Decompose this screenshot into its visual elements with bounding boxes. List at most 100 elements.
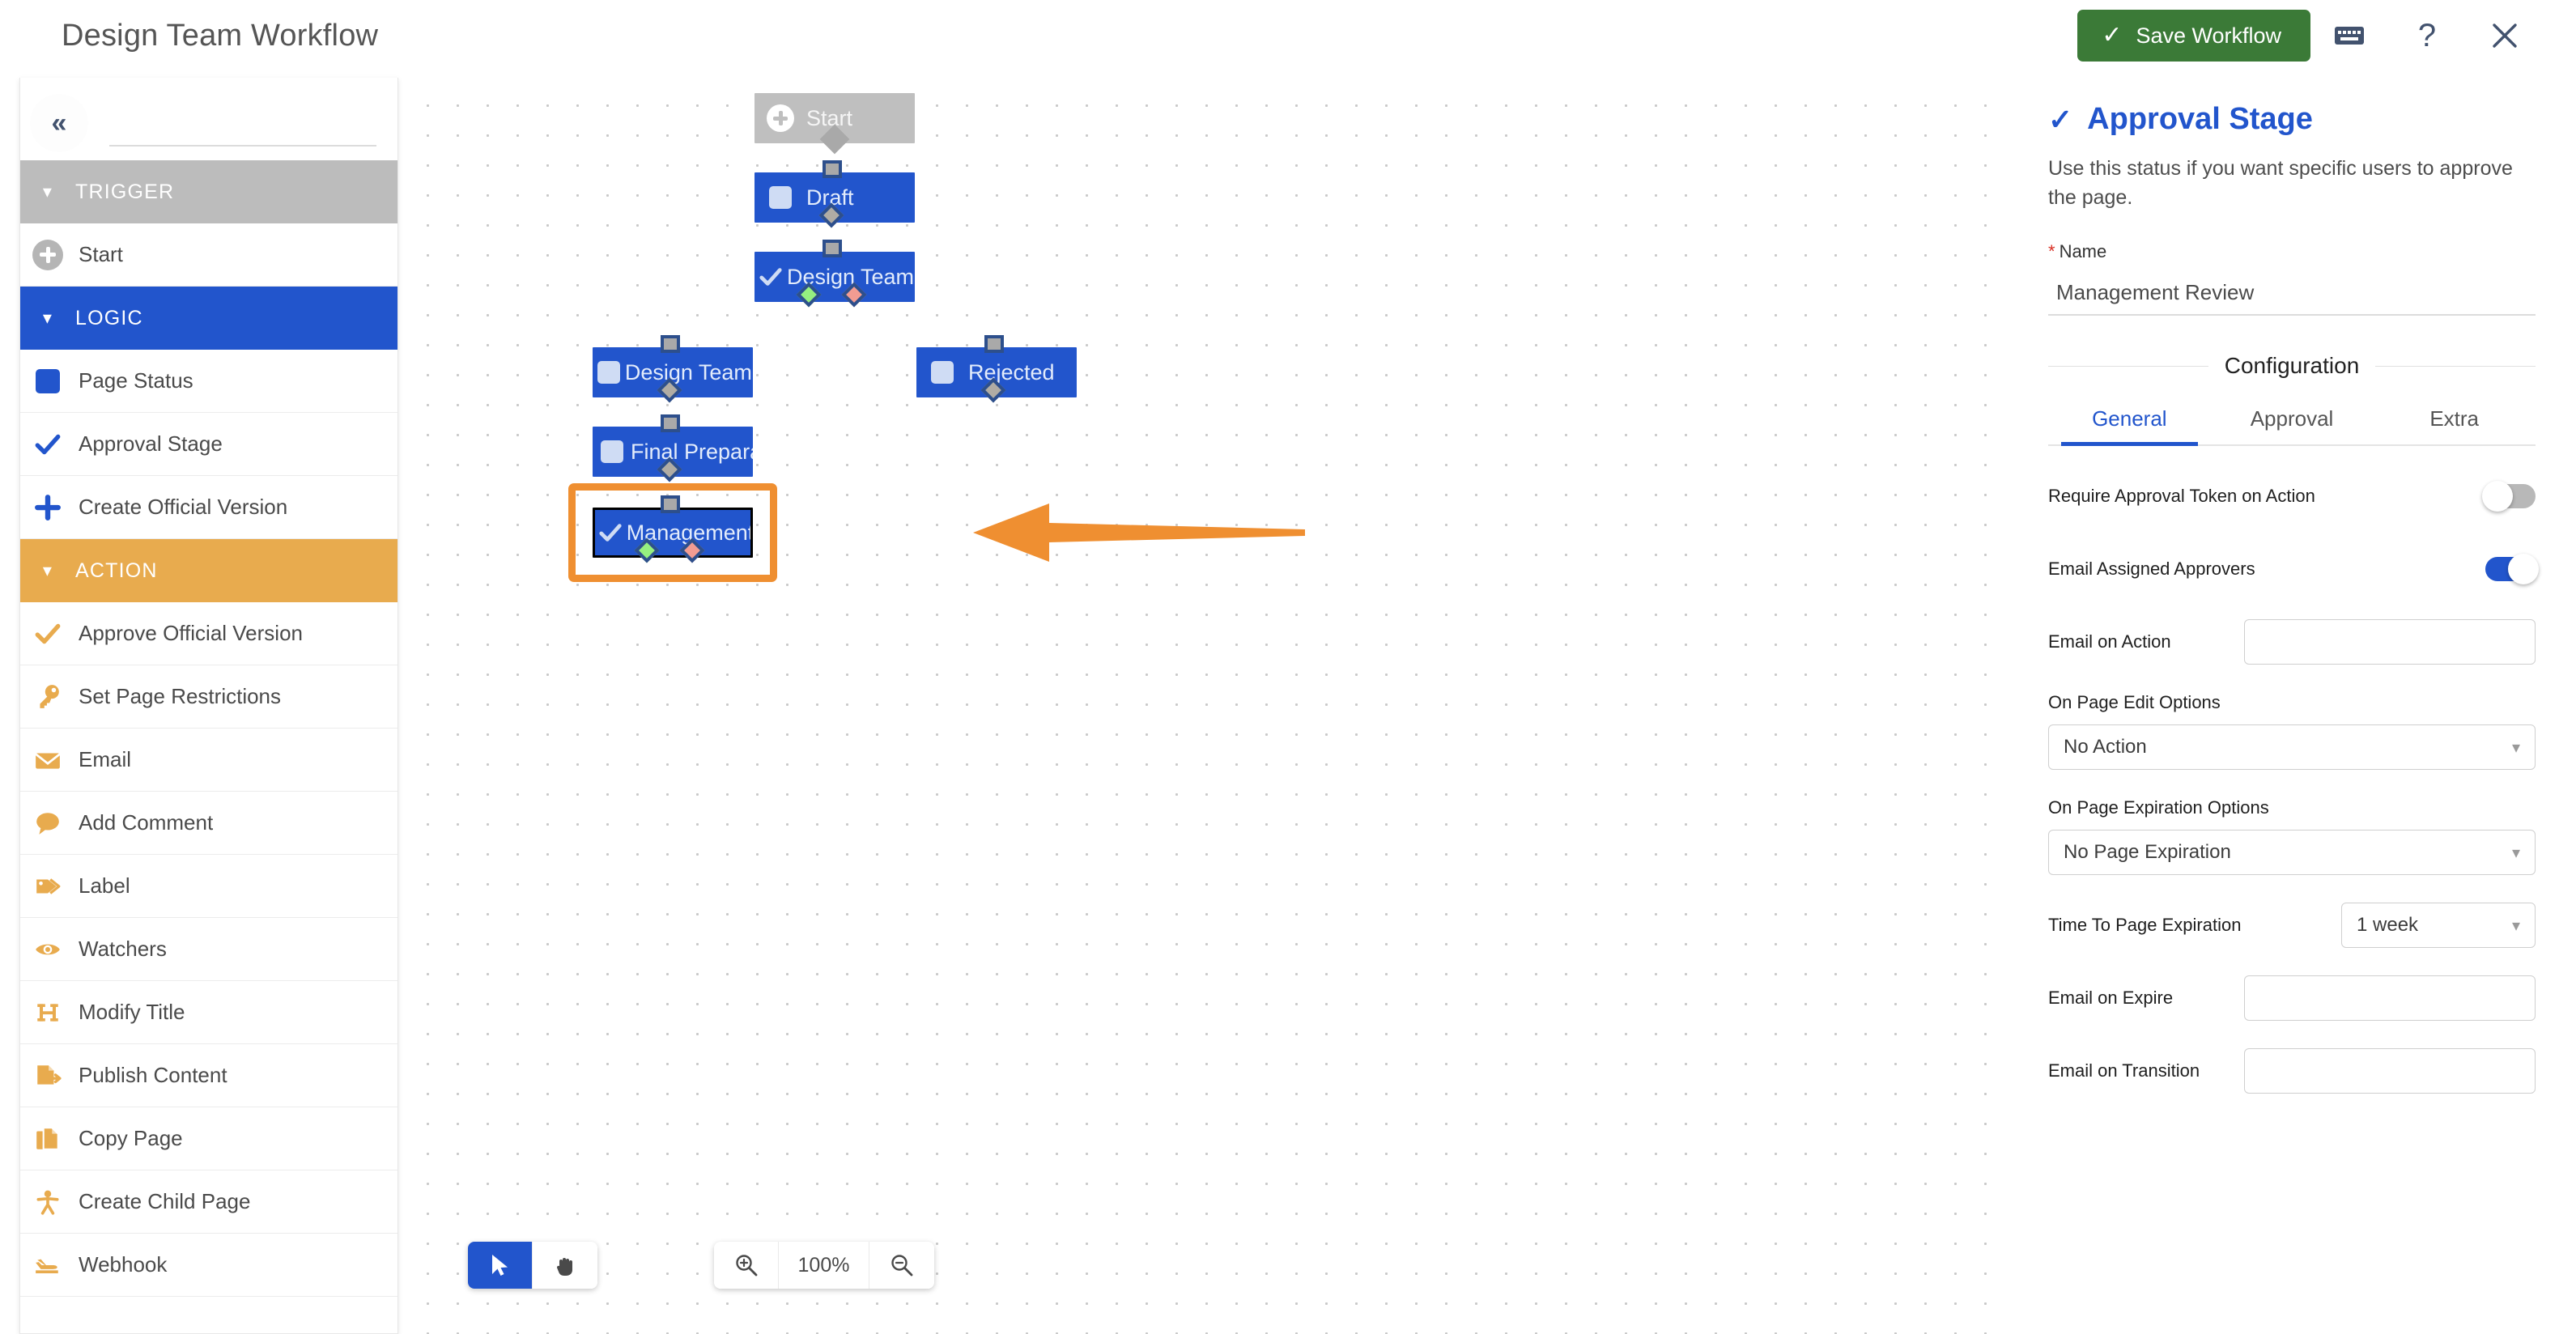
email-on-transition-label: Email on Transition <box>2048 1060 2200 1081</box>
close-icon[interactable] <box>2466 0 2544 71</box>
sidebar-item-label: Webhook <box>79 1252 168 1277</box>
heading-icon <box>37 1003 58 1022</box>
topbar-actions: ✓ Save Workflow ? <box>2077 0 2544 71</box>
help-icon[interactable]: ? <box>2417 17 2437 53</box>
on-page-expiration-options-label: On Page Expiration Options <box>2048 797 2269 818</box>
email-on-action-label: Email on Action <box>2048 631 2171 652</box>
zoom-out-icon[interactable] <box>869 1242 934 1289</box>
sidebar-header: « <box>20 78 397 160</box>
on-page-edit-options-select[interactable]: No Action ▾ <box>2048 724 2536 770</box>
sidebar-item-label: Copy Page <box>79 1126 183 1150</box>
divider-line-left <box>2048 365 2208 367</box>
tab-extra[interactable]: Extra <box>2429 406 2480 431</box>
time-to-page-expiration-select[interactable]: 1 week ▾ <box>2341 903 2536 948</box>
sidebar-group-logic[interactable]: ▾ LOGIC <box>20 287 397 350</box>
sidebar-group-trigger[interactable]: ▾TRIGGER <box>20 160 397 223</box>
square-icon <box>769 186 792 209</box>
sidebar-group-label: LOGIC <box>75 306 143 329</box>
sidebar-item-modify-title[interactable]: Modify Title <box>20 981 397 1044</box>
keyboard-icon[interactable] <box>2310 0 2388 71</box>
node-top-handle[interactable] <box>661 495 680 513</box>
sidebar-item-email[interactable]: Email <box>20 729 397 792</box>
sidebar-item-label: Add Comment <box>79 810 214 835</box>
check-icon: ✓ <box>2102 22 2123 49</box>
node-top-handle[interactable] <box>984 335 1004 353</box>
sidebar-item-copy-page[interactable]: Copy Page <box>20 1107 397 1170</box>
require-approval-token-row: Require Approval Token on Action <box>2048 474 2536 519</box>
on-page-expiration-options-value: No Page Expiration <box>2064 841 2231 863</box>
time-to-page-expiration-value: 1 week <box>2357 914 2419 936</box>
sidebar-item-label: Create Child Page <box>79 1189 251 1213</box>
plus-icon <box>20 494 75 521</box>
configuration-label: Configuration <box>2224 353 2360 378</box>
email-on-action-input[interactable] <box>2244 619 2536 665</box>
sidebar-item-label: Create Official Version <box>79 495 288 519</box>
node-top-handle[interactable] <box>661 335 680 353</box>
on-page-expiration-options-select[interactable]: No Page Expiration ▾ <box>2048 830 2536 875</box>
sidebar-item-approve-official-version[interactable]: Approve Official Version <box>20 602 397 665</box>
canvas-node-management-review[interactable]: Management Review <box>593 508 753 558</box>
sidebar-item-create-child-page[interactable]: Create Child Page <box>20 1170 397 1234</box>
node-top-handle[interactable] <box>661 414 680 432</box>
tab-approval[interactable]: Approval <box>2250 406 2334 431</box>
plus-icon <box>35 494 61 520</box>
node-top-handle[interactable] <box>823 160 842 178</box>
sidebar-item-approval-stage[interactable]: Approval Stage <box>20 413 397 476</box>
node-icon <box>595 520 627 545</box>
square-icon <box>600 440 623 463</box>
panel-title: ✓ Approval Stage <box>2048 102 2536 137</box>
tab-general[interactable]: General <box>2048 406 2211 446</box>
email-on-expire-label: Email on Expire <box>2048 988 2174 1008</box>
name-input[interactable] <box>2048 270 2536 316</box>
sidebar-item-add-comment[interactable]: Add Comment <box>20 792 397 855</box>
check-icon <box>759 268 782 286</box>
sidebar-item-watchers[interactable]: Watchers <box>20 918 397 981</box>
sidebar-item-page-status[interactable]: Page Status <box>20 350 397 413</box>
email-on-expire-input[interactable] <box>2244 975 2536 1021</box>
sidebar-item-label: Email <box>79 747 132 771</box>
require-approval-token-toggle[interactable] <box>2482 481 2536 512</box>
chevron-down-icon: ▾ <box>42 308 53 328</box>
save-workflow-label: Save Workflow <box>2136 23 2281 48</box>
child-page-icon <box>36 1190 59 1215</box>
select-tool-button[interactable] <box>468 1242 533 1289</box>
sidebar-group-label: ACTION <box>75 559 158 582</box>
chevron-down-icon: ▾ <box>42 181 53 202</box>
sidebar-item-create-official-version[interactable]: Create Official Version <box>20 476 397 539</box>
collapse-sidebar-icon[interactable]: « <box>30 94 88 152</box>
sidebar-search-input[interactable] <box>109 113 376 147</box>
zoom-level-label[interactable]: 100% <box>779 1242 869 1289</box>
chevron-down-icon: ▾ <box>2511 843 2520 862</box>
node-icon <box>755 265 787 289</box>
node-top-handle[interactable] <box>823 240 842 257</box>
sidebar-item-set-page-restrictions[interactable]: Set Page Restrictions <box>20 665 397 729</box>
canvas-node-design-team-approv-[interactable]: Design Team Approv. <box>593 347 753 397</box>
check-icon <box>35 434 61 454</box>
sidebar-group-action[interactable]: ▾ACTION <box>20 539 397 602</box>
email-on-transition-input[interactable] <box>2244 1048 2536 1094</box>
airplane-icon <box>36 1259 58 1273</box>
node-icon <box>593 440 631 463</box>
page-title: Design Team Workflow <box>62 18 379 53</box>
on-page-edit-options-value: No Action <box>2064 736 2147 758</box>
email-assigned-approvers-toggle[interactable] <box>2485 554 2539 584</box>
panel-title-label: Approval Stage <box>2087 102 2313 136</box>
sidebar-item-label[interactable]: Label <box>20 855 397 918</box>
sidebar-item-publish-content[interactable]: Publish Content <box>20 1044 397 1107</box>
envelope-icon <box>35 752 61 769</box>
publish-icon <box>37 1064 62 1085</box>
save-workflow-button[interactable]: ✓ Save Workflow <box>2077 10 2310 62</box>
canvas-node-design-team-review[interactable]: Design Team Review <box>755 252 915 302</box>
envelope-icon <box>20 746 75 774</box>
sidebar-item-start[interactable]: Start <box>20 223 397 287</box>
sidebar-item-webhook[interactable]: Webhook <box>20 1234 397 1297</box>
sidebar-item-label: Approve Official Version <box>79 621 303 645</box>
node-icon <box>593 361 625 384</box>
zoom-in-icon[interactable] <box>714 1242 779 1289</box>
pan-tool-button[interactable] <box>533 1242 597 1289</box>
node-icon <box>755 104 806 132</box>
eye-icon <box>20 936 75 963</box>
check-icon <box>599 524 622 542</box>
